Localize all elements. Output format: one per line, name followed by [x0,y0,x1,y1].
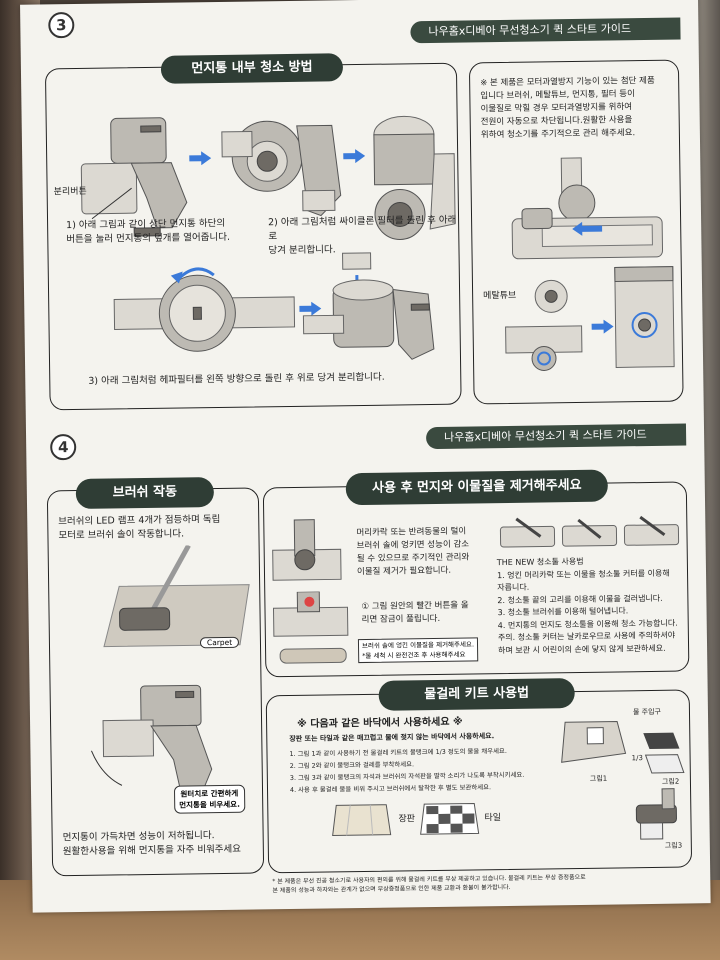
figure-1-label: 그림1 [589,774,608,783]
dust-cup-bottom-illustration [614,266,675,368]
hepa-filter-pull-illustration [302,252,435,360]
dust-cup-cleaning-box: 먼지통 내부 청소 방법 분리버튼 [44,53,462,411]
open-lid-illustration [221,120,342,217]
section-3-number: 3 [48,11,75,39]
brush-led-text: 브러쉬의 LED 램프 4개가 점등하며 독립 모터로 브러쉬 솔이 작동합니다… [58,513,221,543]
brush-head-illustration [511,157,664,260]
dust-full-text: 먼지통이 가득차면 성능이 저하됩니다. 원활한사용을 위해 먼지통을 자주 비… [63,829,242,859]
brush-open-illustration [272,591,349,637]
arrow-right-icon [299,301,322,316]
carpet-brush-illustration [103,544,250,648]
mop-floor-sub: 장판 또는 타일과 같은 매끄럽고 물에 젖지 않는 바닥에서 사용하세요. [289,732,495,744]
new-tool-line: 하며 보관 시 어린이의 손에 닿지 않게 보관하세요. [498,643,666,655]
vacuum-release-illustration [80,117,188,237]
guide-page: 3 나우홈x디베아 무선청소기 퀵 스타트 가이드 먼지통 내부 청소 방법 분… [20,0,711,913]
arrow-left-icon [572,221,603,236]
hair-tangle-text: 머리카락 또는 반려동물의 털이 브러쉬 솔에 엉키면 성능이 감소 될 수 있… [356,526,469,580]
dust-full-line: 원활한사용을 위해 먼지통을 자주 비워주세요 [62,843,242,858]
hair-text-line: 될 수 있으므로 주기적인 관리와 [356,552,470,565]
water-tank-illustration [561,720,627,763]
vinyl-floor-label: 장판 [398,814,416,825]
section-4-header: 나우홈x디베아 무선청소기 퀵 스타트 가이드 [425,423,687,450]
vinyl-floor-illustration [332,804,392,836]
brush-underside-illustration [272,519,342,581]
wash-note-line: *물 세척 시 완전건조 후 사용해주세요 [362,650,466,661]
mop-floor-heading: ※ 다음과 같은 바닥에서 사용하세요 ※ [297,716,463,730]
section-3-header: 나우홈x디베아 무선청소기 퀵 스타트 가이드 [410,17,681,44]
dust-cup-cleaning-title: 먼지통 내부 청소 방법 [160,53,344,84]
mop-kit-footnote: * 본 제품은 무선 진공 청소기로 사용자의 편의를 위해 물걸레 키트를 무… [272,873,586,895]
tile-floor-illustration [420,802,480,835]
section-4-number: 4 [50,433,77,461]
overheat-note: ※ 본 제품은 모터과열방지 기능이 있는 첨단 제품 입니다 브러쉬, 메탈튜… [480,75,656,142]
brush-operation-box: 브러쉬 작동 브러쉬의 LED 램프 4개가 점등하며 독립 모터로 브러쉬 솔… [46,477,265,877]
carpet-label: Carpet [199,636,240,649]
mop-pad-illustration [643,732,685,774]
one-touch-line: 먼지통을 비우세요. [179,799,240,810]
metal-tube-label: 메탈튜브 [483,290,517,302]
cleaning-tool-illustrations [499,515,680,548]
brush-roll-illustration [279,647,347,664]
tile-floor-label: 타일 [484,813,502,824]
step-1-text: 1) 아래 그림과 같이 상단 먼지통 하단의 버튼을 눌러 먼지통의 덮개를 … [66,217,230,247]
one-touch-note: 원터치로 간편하게 먼지통을 비우세요. [173,784,246,814]
remove-dust-box: 사용 후 먼지와 이물질을 제거해주세요 머리카락 또는 반려동물의 털이 브러… [262,469,690,678]
hepa-filter-rotate-illustration [113,267,296,352]
new-tool-line: 1. 엉킨 머리카락 또는 이물을 청소툴 커터를 이용해 [496,568,670,580]
mop-step: 4. 사용 후 물걸레 물을 비워 주시고 브러쉬에서 탈착한 후 별도 보관하… [289,783,492,795]
arrow-right-icon [343,149,366,164]
red-button-line: ① 그림 원안의 빨간 버튼을 올 [361,600,469,613]
remove-dust-title: 사용 후 먼지와 이물질을 제거해주세요 [345,469,609,506]
step-3-text: 3) 아래 그림처럼 헤파필터를 왼쪽 방향으로 돌린 후 위로 당겨 분리합니… [88,371,385,387]
red-button-text: ① 그림 원안의 빨간 버튼을 올 리면 잠금이 풀립니다. [361,600,469,627]
water-inlet-label: 물 주입구 [632,707,662,717]
release-button-label: 분리버튼 [53,186,87,198]
maintenance-note-box: ※ 본 제품은 모터과열방지 기능이 있는 첨단 제품 입니다 브러쉬, 메탈튜… [468,59,684,405]
mop-kit-box: 물걸레 키트 사용법 ※ 다음과 같은 바닥에서 사용하세요 ※ 장판 또는 타… [265,678,693,874]
brush-operation-title: 브러쉬 작동 [75,477,215,509]
metal-tube-end-illustration [534,279,568,313]
mop-steps: 1. 그림 1과 같이 사용하기 전 물걸레 키트의 물탱크에 1/3 정도의 … [289,745,524,796]
figure-3-label: 그림3 [664,841,683,850]
one-touch-line: 원터치로 간편하게 [180,788,239,799]
cyclone-filter-illustration [373,115,456,240]
hair-text-line: 이물질 제거가 필요합니다. [356,565,452,578]
brush-text-line: 브러쉬의 LED 램프 4개가 점등하며 독립 [58,513,221,528]
mop-kit-title: 물걸레 키트 사용법 [378,678,575,711]
mop-attach-illustration [635,788,677,840]
step-2-line: 2) 아래 그림처럼 싸이클론 필터를 돌린 후 아래로 [268,214,457,243]
arrow-right-icon [591,319,614,334]
brush-text-line: 모터로 브러쉬 솔이 작동합니다. [58,528,185,542]
brush-bottom-illustration [505,325,583,371]
red-button-line: 리면 잠금이 풀립니다. [361,613,441,626]
note-line: 위하여 청소기를 주기적으로 관리 해주세요. [480,128,636,141]
wash-note: 브러쉬 솔에 엉킨 이물질을 제거해주세요. *물 세척 시 완전건조 후 사용… [357,637,479,664]
arrow-right-icon [189,151,212,166]
step-1-line: 버튼을 눌러 먼지통의 덮개를 열어줍니다. [66,231,231,246]
empty-dust-cup-illustration [90,684,213,799]
new-tool-instructions: THE NEW 청소툴 사용법 1. 엉킨 머리카락 또는 이물을 청소툴 커터… [497,555,678,658]
